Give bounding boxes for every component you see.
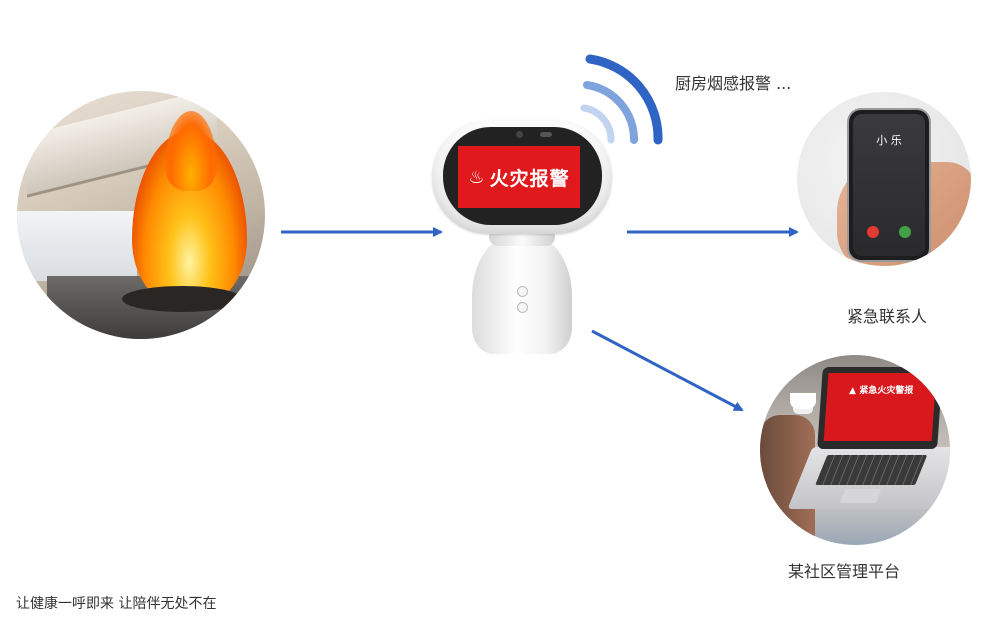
emergency-contact-image: 小 乐 (797, 92, 971, 266)
arrow-robot-to-platform (591, 329, 744, 412)
phone-screen: 小 乐 (853, 114, 925, 256)
kitchen-wall (17, 211, 137, 281)
smoke-alert-label: 厨房烟感报警 ... (675, 74, 792, 93)
accept-call-icon (899, 226, 911, 238)
camera-icon (516, 131, 523, 138)
decline-call-icon (867, 226, 879, 238)
frying-pan (122, 286, 242, 312)
robot-button (517, 286, 528, 297)
laptop-lid: ▲ 紧急火灾警报 (817, 367, 943, 449)
laptop-trackpad (839, 489, 882, 503)
coffee-cup (790, 393, 816, 409)
kitchen-fire-image (17, 91, 265, 339)
laptop-screen-text: ▲ 紧急火灾警报 (848, 386, 914, 396)
smartphone: 小 乐 (849, 110, 929, 260)
robot-screen: ♨ 火灾报警 (458, 146, 580, 208)
community-platform-label: 某社区管理平台 (788, 562, 901, 581)
wifi-signal-icon (580, 54, 663, 145)
robot-screen-text: 火灾报警 (489, 167, 570, 190)
emergency-contact-label: 紧急联系人 (847, 307, 928, 326)
alarm-icon: ♨ (468, 166, 486, 188)
laptop-keyboard (815, 455, 928, 485)
laptop-base (787, 447, 950, 509)
sensor-icon (540, 132, 552, 137)
community-platform-image: ▲ 紧急火灾警报 (760, 355, 950, 545)
fire-flame-tip (165, 111, 217, 191)
robot-button (517, 302, 528, 313)
caller-name: 小 乐 (876, 134, 902, 147)
slogan-text: 让健康一呼即来 让陪伴无处不在 (16, 596, 217, 612)
laptop-screen: ▲ 紧急火灾警报 (823, 373, 937, 441)
